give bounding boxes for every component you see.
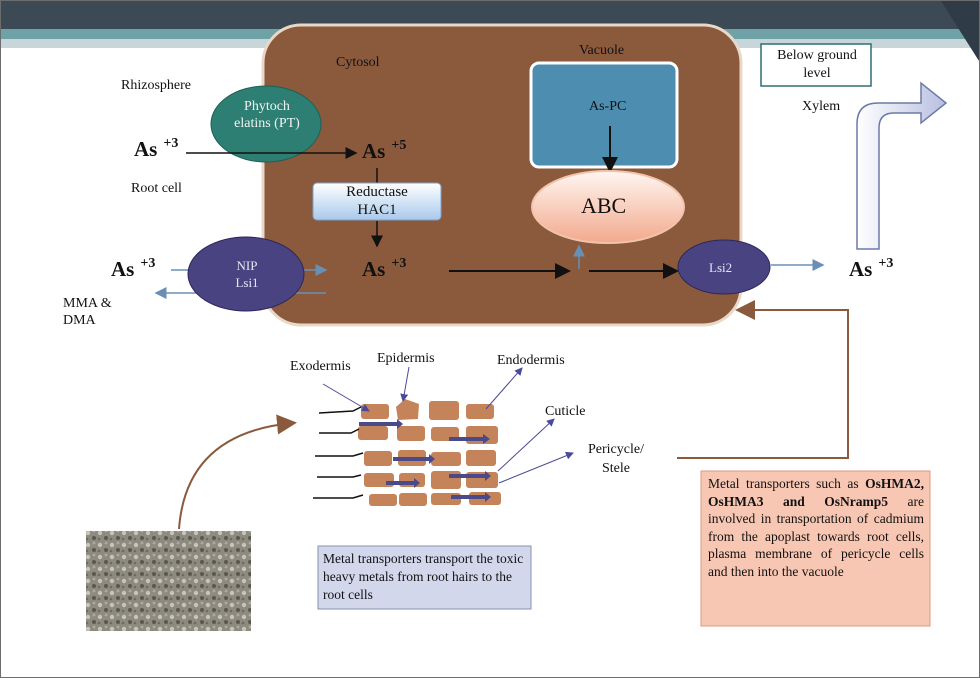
charge-label: +3 <box>878 256 894 271</box>
arsenic-symbol: As <box>849 257 873 281</box>
charge-label: +3 <box>163 136 179 151</box>
transport-arrows <box>359 419 491 502</box>
soil-image <box>86 531 251 631</box>
xylem-arrow <box>856 81 948 250</box>
vacuole-box <box>529 61 679 169</box>
label-reductase: Reductase HAC1 <box>346 184 408 218</box>
label-xylem: Xylem <box>802 99 841 114</box>
label-mma-dma: MMA & DMA <box>63 296 112 328</box>
abc-ellipse <box>531 170 685 244</box>
phytochelatin-ellipse <box>210 85 322 163</box>
label-epidermis: Epidermis <box>377 351 435 366</box>
label-nip-lsi1: NIP Lsi1 <box>235 258 259 290</box>
arsenic-3-outside: As +3 <box>111 256 156 282</box>
arsenic-symbol: As <box>362 139 386 163</box>
label-vacuole: Vacuole <box>579 43 625 58</box>
brown-connector-right <box>677 300 849 459</box>
arsenic-5-cytosol: As +5 <box>362 138 407 164</box>
arsenic-3-rhizosphere: As +3 <box>134 136 179 162</box>
label-root-cell: Root cell <box>131 181 182 196</box>
label-endodermis: Endodermis <box>497 353 565 368</box>
arsenic-symbol: As <box>111 257 135 281</box>
label-pericycle: Pericycle/ Stele <box>588 442 644 476</box>
lsi2-ellipse <box>677 239 771 295</box>
below-ground-box <box>760 43 872 87</box>
label-below-ground: Below ground level <box>777 48 857 81</box>
header-corner-arrow <box>941 1 979 61</box>
right-note-tail: are involved in transportation of cadmiu… <box>708 493 924 579</box>
charge-label: +5 <box>391 138 407 153</box>
left-note-text: Metal transporters transport the toxic h… <box>323 551 524 602</box>
left-note-box <box>317 545 532 610</box>
arsenic-3-cytosol: As +3 <box>362 256 407 282</box>
reductase-box <box>312 182 442 221</box>
root-tissue-cells <box>358 399 501 506</box>
root-hairs <box>313 406 364 499</box>
label-cytosol: Cytosol <box>336 55 380 70</box>
brown-curve-arrow <box>178 414 297 530</box>
charge-label: +3 <box>391 256 407 271</box>
arsenic-symbol: As <box>134 137 158 161</box>
arsenic-symbol: As <box>362 257 386 281</box>
right-note-text: Metal transporters such as OsHMA2, OsHMA… <box>708 475 924 580</box>
nip-lsi1-ellipse <box>187 236 305 312</box>
label-rhizosphere: Rhizosphere <box>121 78 191 93</box>
arsenic-3-xylem: As +3 <box>849 256 894 282</box>
label-as-pc: As-PC <box>589 99 627 114</box>
label-exodermis: Exodermis <box>290 359 351 374</box>
label-abc: ABC <box>581 193 627 218</box>
right-note-lead: Metal transporters such as <box>708 476 859 491</box>
label-phytochelatins: Phytoch elatins (PT) <box>234 99 300 131</box>
label-lsi2: Lsi2 <box>709 260 733 275</box>
tissue-pointers <box>322 366 574 484</box>
right-note-bold: OsHMA2, OsHMA3 and OsNramp5 <box>708 476 924 509</box>
label-cuticle: Cuticle <box>545 404 586 419</box>
right-note-box <box>700 470 931 627</box>
charge-label: +3 <box>140 256 156 271</box>
